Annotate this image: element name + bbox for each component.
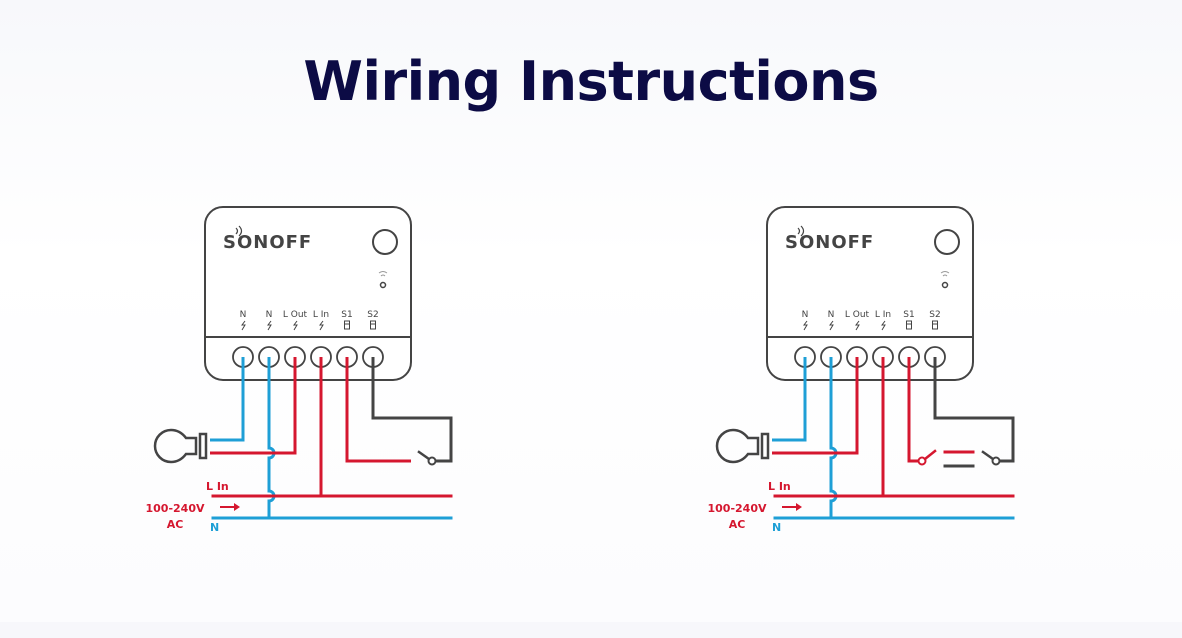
switch-1-lever [923, 449, 937, 461]
light-bulb-icon [715, 428, 770, 464]
neutral-wire-lamp [210, 357, 245, 442]
bulb-socket [198, 432, 208, 460]
bolt-icon [241, 320, 246, 331]
terminal-label: N [802, 310, 809, 320]
switch-icon [906, 320, 912, 330]
live-out-wire-lamp [210, 357, 297, 455]
led-wave [940, 271, 950, 277]
bolt-icon [267, 320, 272, 331]
live-in-label: L In [768, 480, 791, 493]
ac-label: AC [167, 518, 184, 531]
terminal-label: L In [313, 310, 329, 320]
terminal-label: L Out [845, 310, 870, 320]
switch-icon [932, 320, 938, 330]
page-title: Wiring Instructions [303, 50, 879, 113]
light-bulb-icon [153, 428, 208, 464]
led-dot [379, 281, 387, 289]
neutral-wire-lamp [772, 357, 807, 442]
wifi-signal-icon [797, 225, 805, 237]
switch-s1-wire [345, 357, 411, 463]
arrow-right-icon [220, 503, 240, 511]
wifi-led-icon [378, 271, 388, 289]
bulb-outline [715, 428, 760, 464]
bolt-icon [829, 320, 834, 331]
arrow-head [234, 503, 240, 511]
device: SONOFF N N L Out L In S1 S2 [766, 206, 974, 381]
switch-2-lever [981, 450, 995, 461]
ac-label: AC [729, 518, 746, 531]
wave [238, 225, 243, 237]
two-way-switch [907, 357, 1015, 468]
terminal-label: N [828, 310, 835, 320]
neutral-wire-supply [829, 357, 838, 518]
switch-icon [370, 320, 376, 330]
wave [235, 227, 239, 235]
terminal-label: N [266, 310, 273, 320]
arrow-head [796, 503, 802, 511]
footer-band [0, 622, 1182, 638]
voltage-label: 100-240V [145, 502, 204, 515]
terminal-label: S2 [929, 310, 940, 320]
bolt-icon [881, 320, 886, 331]
wave [800, 225, 805, 237]
bolt-icon [855, 320, 860, 331]
switch-icon [344, 320, 350, 330]
terminal-label: S2 [367, 310, 378, 320]
terminal-label: L Out [283, 310, 308, 320]
bolt-icon [319, 320, 324, 331]
arrow-right-icon [782, 503, 802, 511]
terminal-label: S1 [341, 310, 352, 320]
wifi-signal-icon [235, 225, 243, 237]
pairing-button [934, 229, 960, 255]
terminal-label: S1 [903, 310, 914, 320]
switch-s2-wire [371, 357, 453, 463]
switch-s1-wire [907, 357, 918, 463]
wires [772, 357, 1015, 520]
bulb-outline [153, 428, 198, 464]
switch-pivot [427, 456, 437, 466]
switch-2-pivot [991, 456, 1001, 466]
led-dot [941, 281, 949, 289]
wifi-led-icon [940, 271, 950, 289]
bulb-socket [760, 432, 770, 460]
device: SONOFF N N L Out L In S1 S2 [204, 206, 412, 381]
terminal-label: L In [875, 310, 891, 320]
terminal-label: N [240, 310, 247, 320]
wave [797, 227, 801, 235]
voltage-label: 100-240V [707, 502, 766, 515]
switch-s2-wire [933, 357, 1015, 463]
neutral-wire-supply [267, 357, 276, 518]
bolt-icon [803, 320, 808, 331]
switch-lever [417, 450, 431, 461]
live-out-wire-lamp [772, 357, 859, 455]
neutral-label: N [210, 521, 219, 534]
neutral-label: N [772, 521, 781, 534]
pairing-button [372, 229, 398, 255]
live-in-label: L In [206, 480, 229, 493]
wires [210, 357, 453, 520]
led-wave [378, 271, 388, 277]
brand-logo: SONOFF [223, 232, 312, 253]
bolt-icon [293, 320, 298, 331]
single-switch [345, 357, 453, 466]
brand-logo: SONOFF [785, 232, 874, 253]
